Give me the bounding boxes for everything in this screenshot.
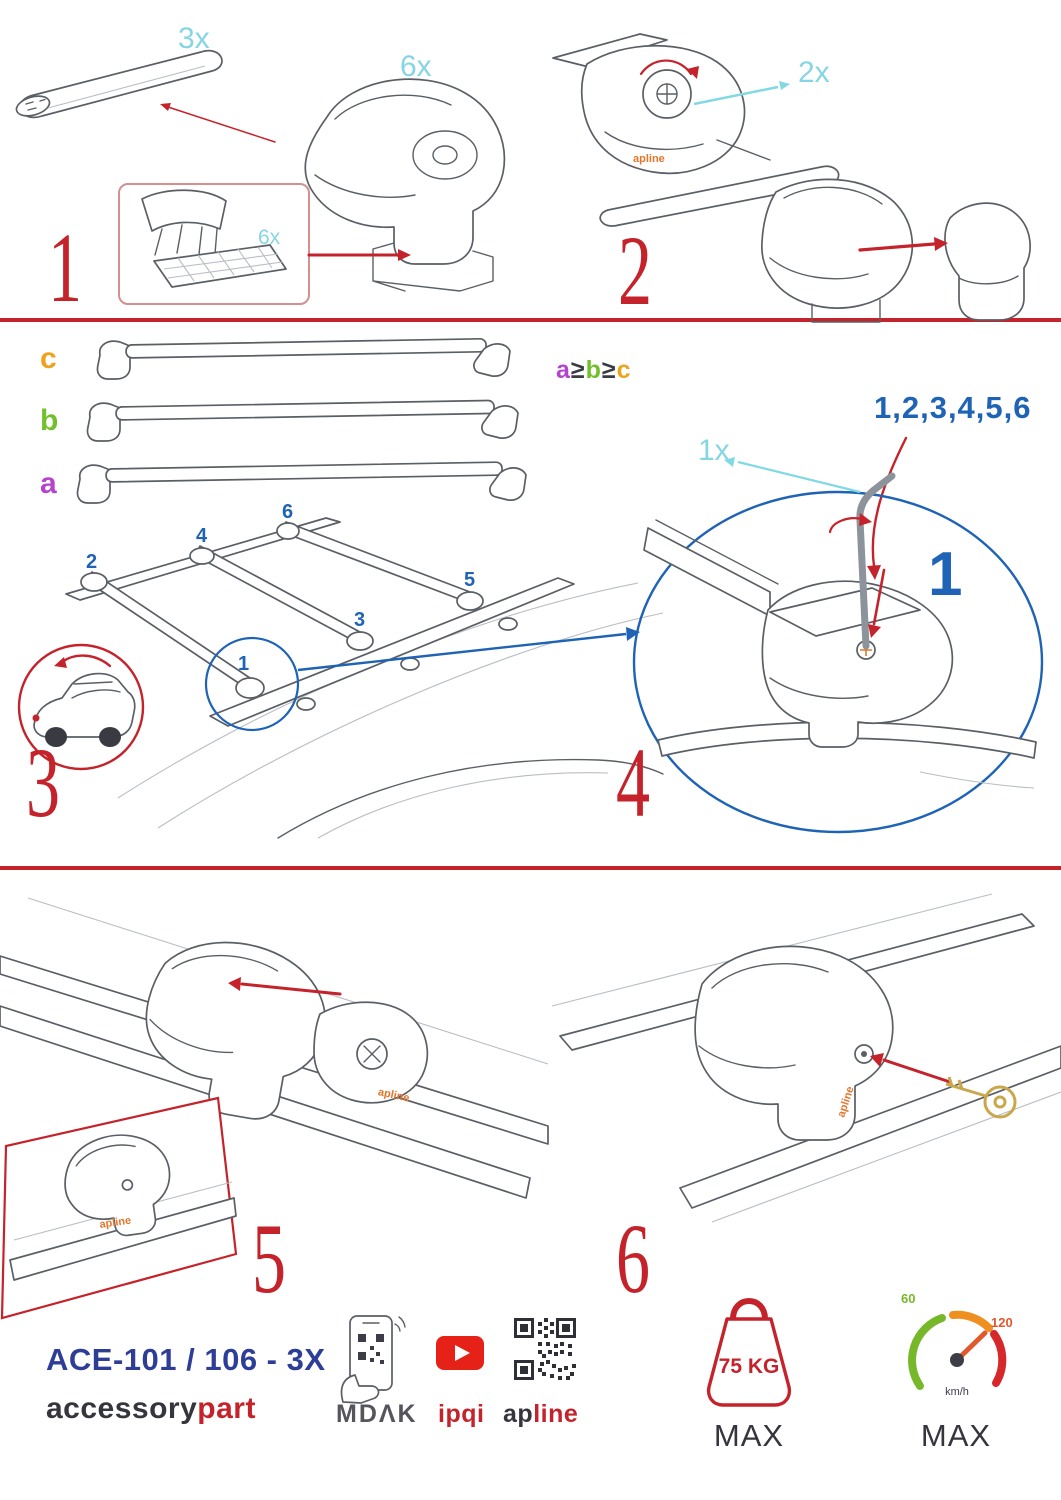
apline-line: line — [533, 1400, 579, 1428]
car-orientation-inset — [17, 643, 145, 771]
crossbar-sizes-drawing — [76, 337, 527, 504]
position-number-4: 4 — [196, 525, 208, 547]
lock-key-drawing: apline — [551, 893, 1061, 1223]
sequence-callout-arrow — [871, 436, 908, 568]
inset-foot-drawing — [64, 1134, 171, 1237]
max-weight-label: MAX — [713, 1418, 785, 1453]
crossbar-a-drawing — [76, 461, 527, 504]
qr-code — [514, 1318, 576, 1380]
gauge-high-label: 120 — [991, 1315, 1013, 1330]
step-number-3: 3 — [26, 727, 60, 838]
position-number-2: 2 — [86, 551, 97, 573]
section-divider-top — [0, 318, 1061, 322]
position-number-3: 3 — [354, 609, 365, 631]
clamp-arm-mounting-drawing: apline — [0, 897, 549, 1199]
position-number-6: 6 — [282, 501, 293, 523]
bar-size-label-b: b — [40, 404, 59, 437]
qty-foot-label: 6x — [400, 50, 432, 83]
ipqi-logo: ipqi — [438, 1400, 485, 1428]
bar-size-label-c: c — [40, 342, 57, 375]
position-1-highlight-circle — [204, 636, 300, 732]
position-callout-number: 1 — [928, 540, 963, 609]
zoom-callout-arrow — [297, 632, 627, 672]
size-order-formula: a≥b≥c — [556, 356, 632, 385]
gauge-unit-label: km/h — [945, 1386, 969, 1398]
foot-assembly-drawing — [304, 78, 506, 292]
slide-arm-arrow — [240, 982, 342, 996]
mounted-foot-inset: apline — [0, 1096, 238, 1320]
formula-gte-1: ≥ — [570, 356, 586, 384]
step-number-5: 5 — [252, 1203, 286, 1314]
knob-qty-arrow — [693, 81, 790, 106]
insert-lock-key-arrow — [882, 1058, 952, 1084]
qty-hex-key-label: 1x — [698, 434, 730, 467]
step-number-4: 4 — [616, 727, 650, 838]
mdak-logo: MDΛK — [336, 1400, 418, 1428]
foot-torque-knob-drawing: apline — [552, 33, 771, 175]
scan-qr-phone-icon — [340, 1315, 406, 1404]
endcap-pointer-arrow — [160, 103, 276, 143]
max-weight-value: 75 KG — [719, 1355, 780, 1378]
formula-gte-2: ≥ — [601, 356, 617, 384]
youtube-icon — [436, 1336, 484, 1370]
max-speed-gauge-icon: 60 120 km/h — [901, 1291, 1013, 1398]
key-qty-arrow — [737, 460, 861, 494]
bar-endcap-assembly-drawing — [599, 165, 1031, 323]
position-number-1: 1 — [238, 653, 249, 675]
pad-to-foot-arrow — [307, 249, 411, 261]
qty-endcap-label: 3x — [178, 22, 210, 55]
bar-size-label-a: a — [40, 467, 57, 500]
tightening-zoom-drawing — [632, 436, 1044, 834]
insert-key-arrow — [872, 568, 886, 626]
section-divider-bottom — [0, 866, 1061, 870]
lock-key — [945, 1076, 1017, 1119]
roof-layout-drawing: 2 4 6 1 3 5 — [65, 501, 664, 839]
apline-ap: ap — [503, 1400, 534, 1428]
qty-pad-label: 6x — [258, 226, 281, 249]
apline-logo-on-foot: apline — [633, 153, 665, 165]
step-number-1: 1 — [48, 212, 82, 323]
formula-c: c — [616, 356, 632, 384]
rotate-key-arrow — [828, 517, 864, 534]
apline-logo-inset: apline — [99, 1215, 132, 1231]
step-number-6: 6 — [616, 1203, 650, 1314]
gauge-low-label: 60 — [901, 1291, 915, 1306]
brand-accessory: accessory — [46, 1392, 198, 1425]
position-sequence-label: 1,2,3,4,5,6 — [874, 390, 1032, 425]
crossbar-profile-drawing — [15, 49, 223, 119]
rubber-pad-inset — [118, 183, 310, 305]
max-speed-label: MAX — [920, 1418, 992, 1453]
apline-logo: apline — [503, 1400, 578, 1429]
step-number-2: 2 — [618, 215, 652, 326]
rubber-pad-drawing — [141, 189, 287, 288]
crossbar-b-drawing — [86, 399, 519, 442]
position-number-5: 5 — [464, 569, 475, 591]
crossbar-c-drawing — [96, 337, 511, 380]
formula-a: a — [556, 356, 571, 384]
qty-knob-label: 2x — [798, 56, 830, 89]
formula-b: b — [585, 356, 602, 384]
brand-wordmark: accessorypart — [46, 1392, 256, 1426]
brand-part: part — [197, 1392, 256, 1425]
model-number: ACE-101 / 106 - 3X — [46, 1342, 326, 1377]
max-weight-icon: 75 KG — [706, 1298, 792, 1407]
zoom-circle — [632, 490, 1044, 834]
